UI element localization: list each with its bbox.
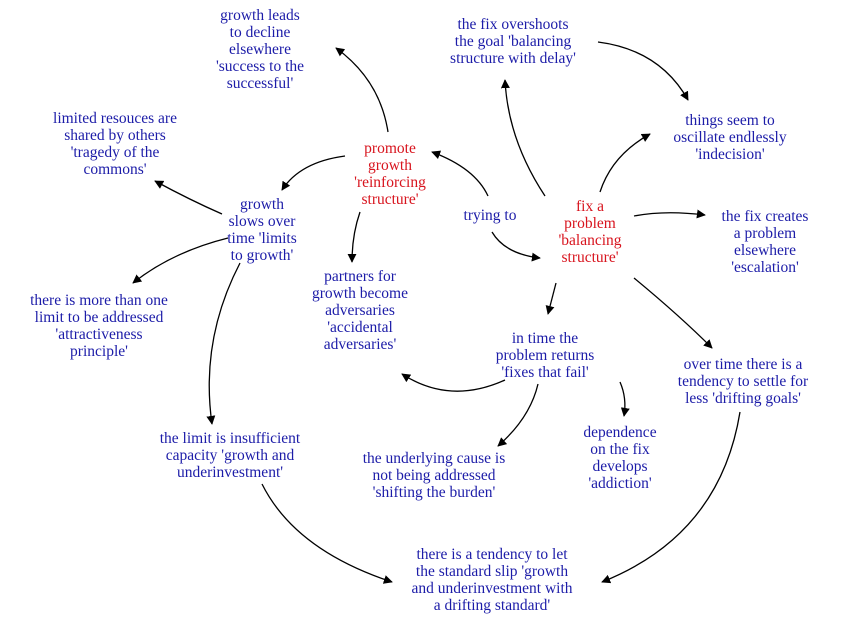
arrow-balancing-to-drifting: [633, 277, 713, 349]
node-limits-to-growth: growth slows over time 'limits to growth…: [227, 196, 297, 264]
arrow-balancing-to-indecision: [599, 133, 651, 193]
arrow-limits-to-commons: [154, 180, 223, 215]
arrow-fixes-to-shifting: [497, 383, 539, 447]
node-accidental-adversaries: partners for growth become adversaries '…: [312, 268, 408, 353]
node-tragedy-of-the-commons: limited resouces are shared by others 't…: [53, 110, 177, 178]
arrow-balancing-to-delay: [500, 79, 546, 197]
arrow-limits-to-attractiveness: [132, 237, 229, 284]
node-addiction: dependence on the fix develops 'addictio…: [583, 424, 657, 492]
arrow-limits-to-underinvestment: [206, 262, 241, 425]
arrow-fixes-to-addiction: [619, 381, 630, 417]
node-shifting-the-burden: the underlying cause is not being addres…: [362, 450, 506, 501]
node-fixes-that-fail: in time the problem returns 'fixes that …: [495, 330, 595, 381]
arrow-reinforcing-to-limits: [281, 155, 346, 191]
node-trying-to: trying to: [463, 207, 517, 224]
node-attractiveness-principle: there is more than one limit to be addre…: [30, 292, 168, 360]
arrow-drifting-to-standard: [601, 411, 741, 584]
arrow-trying-to-reinforcing: [431, 150, 489, 197]
node-drifting-standard: there is a tendency to let the standard …: [411, 546, 573, 614]
node-balancing-with-delay: the fix overshoots the goal 'balancing s…: [450, 16, 576, 67]
node-drifting-goals: over time there is a tendency to settle …: [677, 356, 809, 407]
arrow-balancing-to-escalation: [633, 209, 706, 219]
arrow-reinforcing-to-adversaries: [347, 211, 361, 263]
arrow-delay-to-indecision: [597, 41, 689, 101]
node-balancing-structure: fix a problem 'balancing structure': [558, 198, 622, 266]
node-growth-and-underinvestment: the limit is insufficient capacity 'grow…: [159, 430, 301, 481]
arrow-trying-to-balancing: [491, 231, 541, 262]
arrow-underinvestment-to-standard: [261, 483, 393, 584]
node-reinforcing-structure: promote growth 'reinforcing structure': [354, 140, 426, 208]
arrow-balancing-to-fixes: [545, 282, 557, 315]
arrow-reinforcing-to-success: [335, 47, 389, 133]
node-escalation: the fix creates a problem elsewhere 'esc…: [721, 208, 809, 276]
node-success-to-the-successful: growth leads to decline elsewhere 'succe…: [215, 7, 305, 92]
node-indecision: things seem to oscillate endlessly 'inde…: [673, 112, 787, 163]
arrow-fixes-to-adversaries: [401, 373, 506, 392]
